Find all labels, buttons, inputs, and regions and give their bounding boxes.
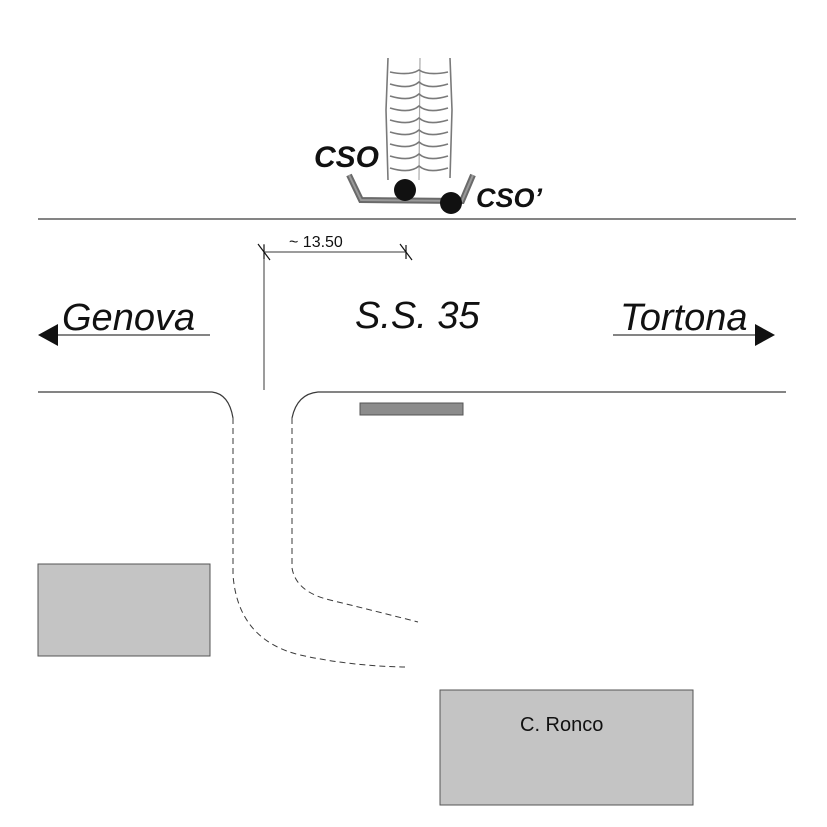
dimension-tick-right xyxy=(399,243,413,261)
side-road-west-edge xyxy=(232,418,406,668)
roadside-bar xyxy=(359,402,464,416)
road-edge-south-east xyxy=(291,391,786,419)
genova-label: Genova xyxy=(62,297,195,339)
channel-structure xyxy=(385,57,453,181)
cso-prime-marker xyxy=(440,192,462,214)
road-edge-south-west xyxy=(38,391,234,419)
building-ronco-label: C. Ronco xyxy=(520,714,603,736)
road-name: S.S. 35 xyxy=(355,295,480,337)
cso-marker xyxy=(394,179,416,201)
building-west xyxy=(37,563,211,657)
cso-label: CSO xyxy=(314,141,379,174)
tortona-arrow-icon xyxy=(755,324,775,346)
cso-prime-label: CSO’ xyxy=(476,183,543,213)
distance-label: ~ 13.50 xyxy=(289,234,343,251)
dimension-tick-left xyxy=(257,243,271,261)
building-ronco xyxy=(439,689,694,806)
side-road-east-edge xyxy=(291,418,419,623)
tortona-label: Tortona xyxy=(620,297,747,339)
genova-arrow-icon xyxy=(38,324,58,346)
